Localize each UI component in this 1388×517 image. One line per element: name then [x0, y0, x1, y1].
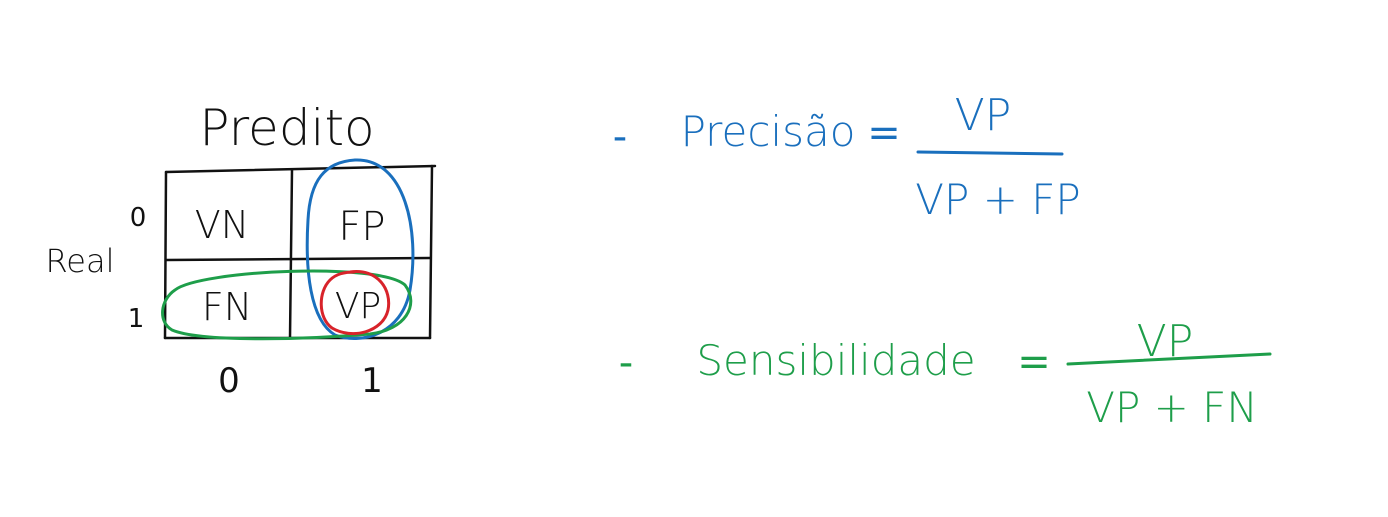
- sensitivity-denominator: VP + FN: [1086, 383, 1258, 432]
- precision-bullet: -: [613, 114, 627, 160]
- predicted-axis-title: Predito: [199, 99, 374, 157]
- sensitivity-name: Sensibilidade: [696, 336, 975, 385]
- real-axis-title: Real: [46, 242, 115, 280]
- sensitivity-formula: - Sensibilidade = VP VP + FN: [619, 316, 1272, 432]
- row-label-1: 1: [128, 304, 145, 334]
- precision-denominator: VP + FP: [915, 175, 1080, 224]
- cell-vp: VP: [335, 286, 381, 327]
- cell-fn: FN: [202, 285, 252, 329]
- vp-highlight-circle: [319, 270, 391, 336]
- precision-numerator: VP: [955, 90, 1012, 141]
- precision-formula: - Precisão = VP VP + FP: [613, 90, 1081, 224]
- sensitivity-fraction-bar: [1066, 352, 1272, 366]
- sensitivity-bullet: -: [619, 340, 633, 386]
- row-label-0: 0: [130, 203, 147, 233]
- precision-fraction-bar: [916, 150, 1064, 156]
- cell-fp: FP: [338, 204, 385, 250]
- cell-vn: VN: [195, 203, 249, 247]
- sensitivity-highlight-loop: [161, 269, 413, 341]
- col-label-1: 1: [361, 361, 383, 401]
- sensitivity-equals: =: [1017, 339, 1051, 385]
- precision-name: Precisão: [681, 107, 856, 156]
- col-label-0: 0: [218, 361, 240, 401]
- precision-equals: =: [867, 110, 901, 156]
